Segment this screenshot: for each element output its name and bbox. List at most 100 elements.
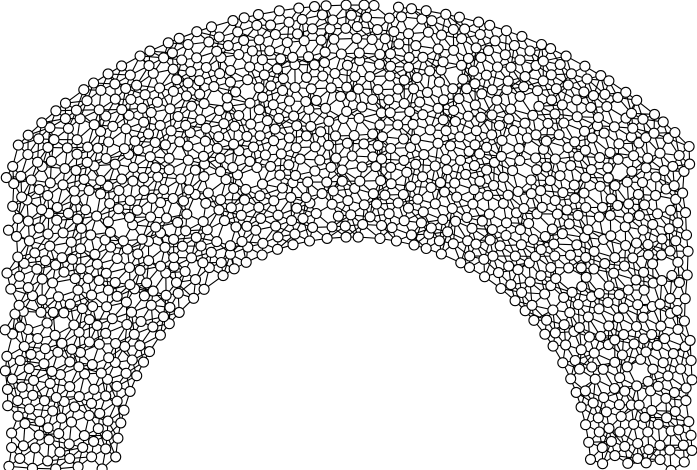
- mesh-node: [631, 380, 643, 392]
- mesh-node: [417, 171, 429, 183]
- mesh-node: [10, 230, 23, 242]
- mesh-node: [385, 178, 397, 190]
- mesh-node: [200, 61, 212, 74]
- mesh-node: [25, 348, 37, 360]
- mesh-node: [308, 1, 321, 13]
- mesh-node: [568, 179, 580, 191]
- mesh-node: [483, 208, 495, 220]
- mesh-node: [62, 207, 74, 219]
- mesh-node: [168, 233, 180, 245]
- mesh-node: [303, 235, 316, 247]
- mesh-node: [491, 94, 503, 106]
- mesh-node: [608, 267, 620, 279]
- mesh-node: [507, 165, 519, 177]
- mesh-node: [575, 344, 587, 356]
- mesh-node: [164, 301, 176, 313]
- mesh-node: [247, 141, 260, 153]
- mesh-node: [214, 68, 226, 80]
- mesh-node: [104, 226, 116, 238]
- mesh-node: [659, 333, 671, 345]
- mesh-node: [224, 240, 236, 252]
- mesh-node: [417, 206, 429, 218]
- mesh-node: [158, 52, 170, 64]
- mesh-node: [474, 148, 486, 160]
- mesh-node: [241, 130, 253, 142]
- mesh-node: [6, 373, 18, 385]
- mesh-node: [422, 26, 434, 38]
- mesh-node: [208, 81, 220, 93]
- mesh-node: [622, 212, 634, 224]
- mesh-node: [643, 444, 655, 456]
- mesh-node: [172, 110, 184, 123]
- mesh-node: [633, 210, 645, 222]
- mesh-node: [294, 153, 306, 165]
- mesh-node: [474, 175, 486, 187]
- mesh-node: [352, 83, 364, 95]
- mesh-node: [549, 108, 561, 120]
- mesh-node: [197, 216, 209, 228]
- mesh-node: [642, 152, 654, 164]
- mesh-node: [572, 209, 584, 221]
- mesh-node: [514, 154, 526, 167]
- mesh-node: [384, 107, 396, 119]
- mesh-node: [632, 437, 644, 450]
- mesh-node: [195, 114, 207, 126]
- mesh-node: [113, 184, 125, 197]
- mesh-node: [353, 112, 365, 124]
- mesh-node: [150, 221, 162, 233]
- mesh-node: [593, 426, 605, 438]
- mesh-node: [1, 350, 13, 362]
- mesh-node: [457, 73, 469, 85]
- mesh-node: [402, 28, 415, 40]
- mesh-node: [535, 243, 547, 256]
- mesh-node: [374, 119, 386, 131]
- mesh-node: [657, 357, 669, 369]
- mesh-node: [600, 406, 612, 418]
- mesh-node: [646, 328, 658, 341]
- mesh-node: [638, 266, 650, 278]
- mesh-node: [82, 272, 94, 285]
- mesh-node: [12, 212, 24, 225]
- mesh-node: [123, 211, 136, 223]
- mesh-node: [505, 61, 517, 73]
- mesh-node: [462, 110, 474, 122]
- mesh-node: [612, 199, 624, 211]
- mesh-node: [589, 373, 601, 385]
- mesh-node: [289, 169, 302, 181]
- mesh-node: [317, 70, 329, 82]
- mesh-node: [565, 373, 577, 385]
- mesh-node: [88, 119, 100, 131]
- mesh-node: [238, 34, 250, 46]
- mesh-node: [537, 75, 549, 87]
- mesh-node: [255, 212, 267, 224]
- mesh-node: [160, 212, 173, 224]
- mesh-node: [340, 231, 352, 243]
- mesh-node: [594, 152, 606, 164]
- mesh-node: [571, 239, 583, 251]
- mesh-node: [497, 197, 509, 209]
- mesh-node: [637, 224, 649, 236]
- mesh-node: [403, 61, 415, 73]
- mesh-node: [417, 109, 429, 121]
- mesh-node: [608, 121, 620, 133]
- mesh-node: [530, 152, 542, 164]
- mesh-node: [533, 100, 545, 112]
- mesh-node: [190, 231, 202, 243]
- mesh-node: [168, 252, 180, 264]
- mesh-node: [167, 63, 179, 75]
- mesh-node: [138, 185, 150, 197]
- mesh-node: [593, 287, 605, 300]
- mesh-node: [467, 198, 479, 210]
- mesh-node: [668, 387, 680, 399]
- mesh-node: [193, 75, 205, 87]
- mesh-node: [432, 102, 444, 114]
- mesh-node: [268, 135, 280, 147]
- mesh-node: [87, 300, 99, 313]
- mesh-node: [596, 201, 609, 213]
- mesh-node: [680, 395, 692, 407]
- mesh-node: [475, 111, 487, 123]
- mesh-node: [515, 239, 527, 251]
- mesh-node: [573, 363, 586, 375]
- mesh-node: [583, 331, 595, 343]
- mesh-node: [636, 176, 649, 189]
